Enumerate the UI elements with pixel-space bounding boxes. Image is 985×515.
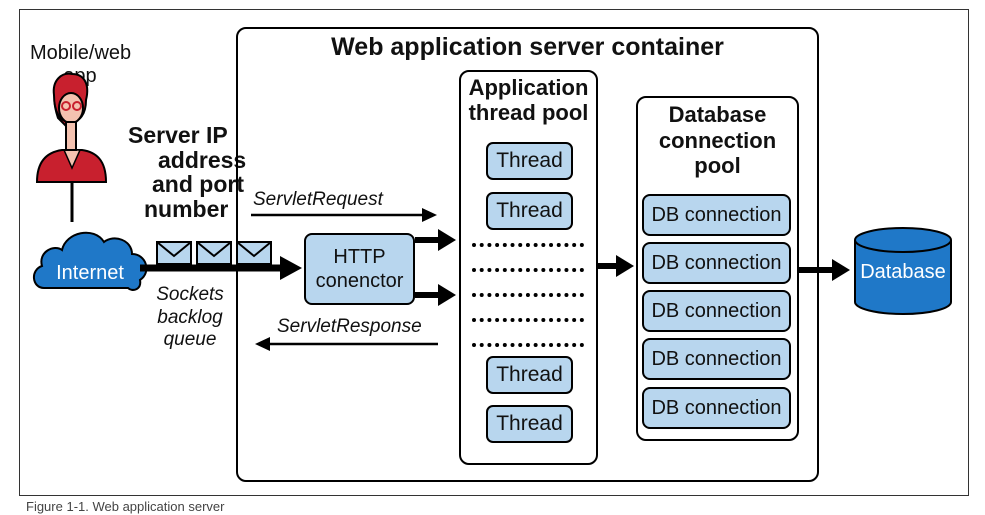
thread-placeholder-dots bbox=[472, 318, 584, 322]
db-pool-title: Database connection pool bbox=[636, 102, 799, 179]
thread-placeholder-dots bbox=[472, 293, 584, 297]
envelope-icon bbox=[236, 241, 272, 265]
db-connection-box: DB connection bbox=[642, 387, 791, 429]
server-address-line: address bbox=[158, 146, 247, 173]
db-connection-box: DB connection bbox=[642, 194, 791, 236]
backlog-label-line: backlog bbox=[157, 306, 223, 328]
server-address-line: number bbox=[144, 195, 229, 222]
envelope-icon bbox=[156, 241, 192, 265]
db-connection-box: DB connection bbox=[642, 242, 791, 284]
db-pool-title-line: Database bbox=[668, 102, 767, 127]
servlet-request-label: ServletRequest bbox=[253, 189, 383, 210]
database-cylinder-icon bbox=[854, 227, 952, 315]
internet-cloud-icon bbox=[33, 231, 148, 291]
database-label: Database bbox=[860, 261, 946, 283]
db-connection-box: DB connection bbox=[642, 290, 791, 332]
thread-box: Thread bbox=[486, 405, 573, 443]
backlog-label: Sockets backlog queue bbox=[140, 284, 240, 352]
request-arrow-icon bbox=[422, 208, 437, 222]
http-connector-line: HTTP bbox=[333, 246, 386, 268]
application-thread-pool bbox=[459, 70, 598, 465]
thread-box: Thread bbox=[486, 192, 573, 230]
http-connector: HTTP conenctor bbox=[304, 233, 415, 305]
client-label-line: Mobile/web bbox=[30, 42, 132, 64]
backlog-label-line: queue bbox=[163, 329, 217, 350]
response-arrow-icon bbox=[255, 337, 270, 351]
server-address-line: and port bbox=[152, 171, 244, 197]
backlog-label-line: Sockets bbox=[156, 284, 224, 305]
envelope-icon bbox=[196, 241, 232, 265]
thread-pool-title: Application thread pool bbox=[459, 75, 598, 125]
thread-pool-title-line: thread pool bbox=[468, 100, 589, 125]
figure-caption: Figure 1-1. Web application server bbox=[26, 499, 225, 514]
thread-pool-title-line: Application bbox=[468, 75, 589, 100]
db-connection-box: DB connection bbox=[642, 338, 791, 380]
db-pool-title-line: pool bbox=[694, 153, 741, 178]
servlet-response-label: ServletResponse bbox=[277, 316, 422, 337]
figure-frame bbox=[19, 9, 969, 496]
internet-label: Internet bbox=[56, 262, 124, 284]
thread-box: Thread bbox=[486, 142, 573, 180]
thread-placeholder-dots bbox=[472, 268, 584, 272]
http-connector-line: conenctor bbox=[315, 270, 404, 292]
server-address-label: Server IP address and port number bbox=[128, 123, 248, 221]
server-address-line: Server IP bbox=[128, 122, 228, 148]
database-arrow-icon bbox=[832, 259, 850, 281]
pool-arrow-icon bbox=[616, 255, 634, 277]
dispatch-arrow-icon bbox=[438, 284, 456, 306]
socket-arrow-icon bbox=[280, 256, 302, 280]
dispatch-arrow-icon bbox=[438, 229, 456, 251]
container-title: Web application server container bbox=[331, 33, 724, 61]
thread-box: Thread bbox=[486, 356, 573, 394]
db-pool-title-line: connection bbox=[658, 127, 777, 153]
thread-placeholder-dots bbox=[472, 243, 584, 247]
person-icon bbox=[35, 72, 108, 222]
thread-placeholder-dots bbox=[472, 343, 584, 347]
